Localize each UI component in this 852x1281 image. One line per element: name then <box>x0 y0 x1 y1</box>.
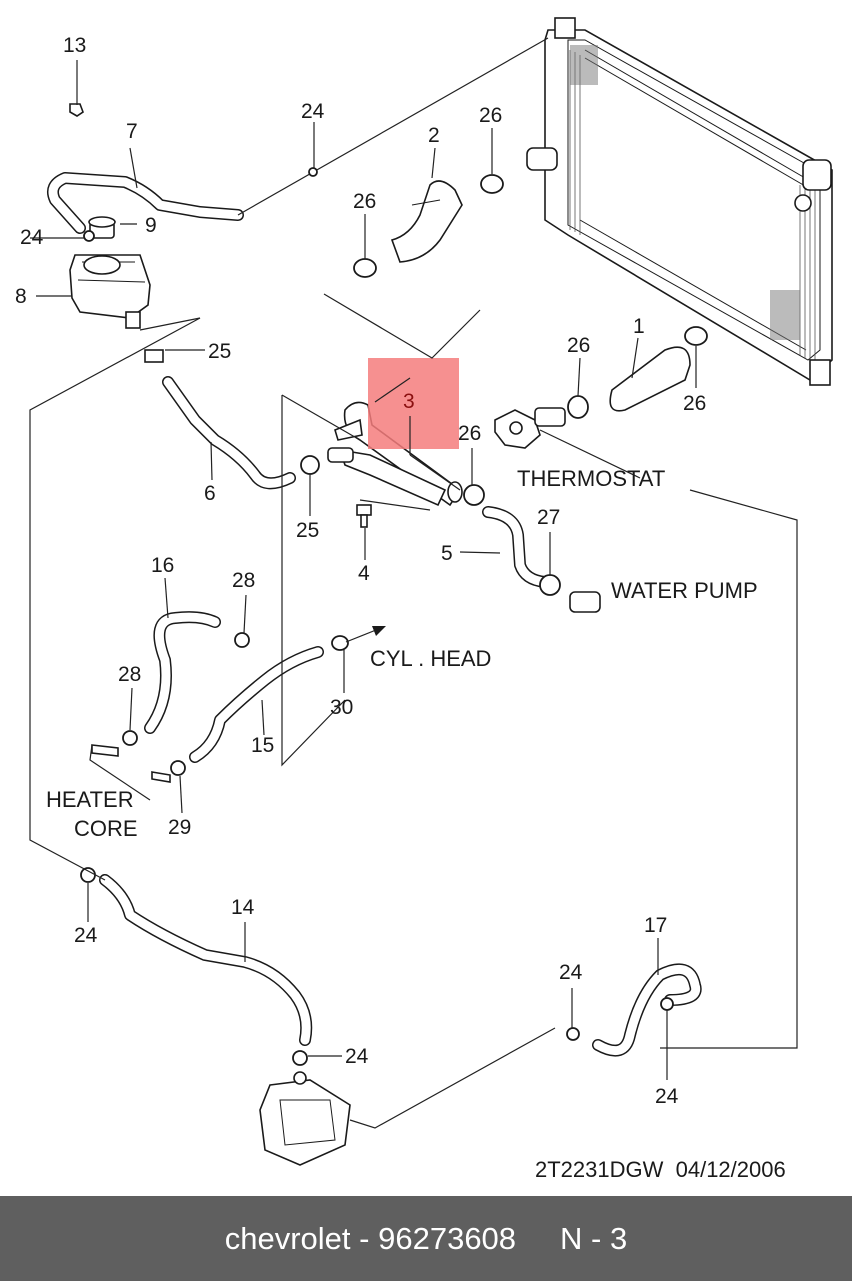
footer-separator: - <box>350 1220 379 1256</box>
callout-15: 17 <box>644 914 667 937</box>
hose-5 <box>482 506 551 588</box>
footer-bar: chevrolet - 96273608 N - 3 <box>0 1196 852 1281</box>
thermostat-label: THERMOSTAT <box>517 466 665 491</box>
hose-1 <box>609 346 691 412</box>
annotations: THERMOSTAT WATER PUMP CYL . HEAD HEATER … <box>46 466 786 1182</box>
callout-3: 3 <box>403 390 415 413</box>
heater-core-label-line2: CORE <box>74 816 138 841</box>
callout-13: 13 <box>63 34 86 57</box>
callout-26: 27 <box>537 506 560 529</box>
clamps <box>80 167 708 1066</box>
footer-brand: chevrolet <box>224 1220 351 1256</box>
hose-15 <box>592 963 702 1057</box>
callout-6: 6 <box>204 482 216 505</box>
callout-25: 25 <box>208 340 231 363</box>
callout-5: 5 <box>441 542 453 565</box>
heater-core-stubs <box>91 744 171 783</box>
connector-25-left <box>144 349 164 363</box>
reservoir-cap <box>88 216 116 239</box>
water-pump-label: WATER PUMP <box>611 578 758 603</box>
callout-28: 28 <box>118 663 141 686</box>
routing-lines <box>29 293 798 1129</box>
cyl-head-arrow <box>345 626 386 643</box>
callout-27: 26 <box>353 190 376 213</box>
footer-ref: N - 3 <box>560 1220 628 1256</box>
callout-27: 26 <box>479 104 502 127</box>
leader-lines <box>30 60 697 1080</box>
water-pump-pipe <box>569 591 601 613</box>
callout-9: 9 <box>145 214 157 237</box>
callout-24: 24 <box>655 1085 679 1108</box>
footer-part-number: 96273608 <box>378 1220 517 1256</box>
callout-24: 24 <box>301 100 325 123</box>
highlight-box <box>368 358 459 449</box>
pipe-stub-6 <box>327 447 354 463</box>
callout-25: 25 <box>296 519 319 542</box>
cooling-system-diagram: 13 7 24 2 26 26 24 9 8 25 1 26 26 3 26 6… <box>15 17 833 1182</box>
callout-27: 26 <box>683 392 706 415</box>
hose-16 <box>189 646 324 763</box>
callout-24: 24 <box>20 226 44 249</box>
hose-17 <box>144 611 221 734</box>
cyl-head-label: CYL . HEAD <box>370 646 491 671</box>
hose-7 <box>47 172 244 234</box>
callout-28: 28 <box>232 569 255 592</box>
callout-24: 24 <box>74 924 98 947</box>
callout-29: 29 <box>168 816 191 839</box>
hose-14 <box>99 874 313 1046</box>
hose-2 <box>390 180 463 263</box>
callout-30: 30 <box>330 696 353 719</box>
callout-27: 26 <box>567 334 590 357</box>
drawing-code: 2T2231DGW 04/12/2006 <box>535 1157 786 1182</box>
heater-core-label-line1: HEATER <box>46 787 134 812</box>
thermostat-housing <box>494 407 566 449</box>
hose-6 <box>162 376 296 490</box>
callout-1: 1 <box>633 315 645 338</box>
callout-4: 4 <box>358 562 370 585</box>
overflow-line <box>237 37 549 216</box>
throttle-body <box>259 1071 351 1166</box>
callout-8: 8 <box>15 285 27 308</box>
coolant-reservoir <box>69 254 151 329</box>
callouts: 13 7 24 2 26 26 24 9 8 25 1 26 26 3 26 6… <box>15 34 706 1108</box>
callout-27: 26 <box>458 422 481 445</box>
callout-14: 14 <box>231 896 255 919</box>
callout-24: 24 <box>559 961 583 984</box>
bolt-4 <box>356 504 372 528</box>
callout-7: 7 <box>126 120 138 143</box>
callout-17: 16 <box>151 554 174 577</box>
radiator <box>526 17 833 386</box>
bolt-13 <box>69 103 84 117</box>
callout-2: 2 <box>428 124 440 147</box>
callout-24: 24 <box>345 1045 369 1068</box>
callout-16: 15 <box>251 734 274 757</box>
